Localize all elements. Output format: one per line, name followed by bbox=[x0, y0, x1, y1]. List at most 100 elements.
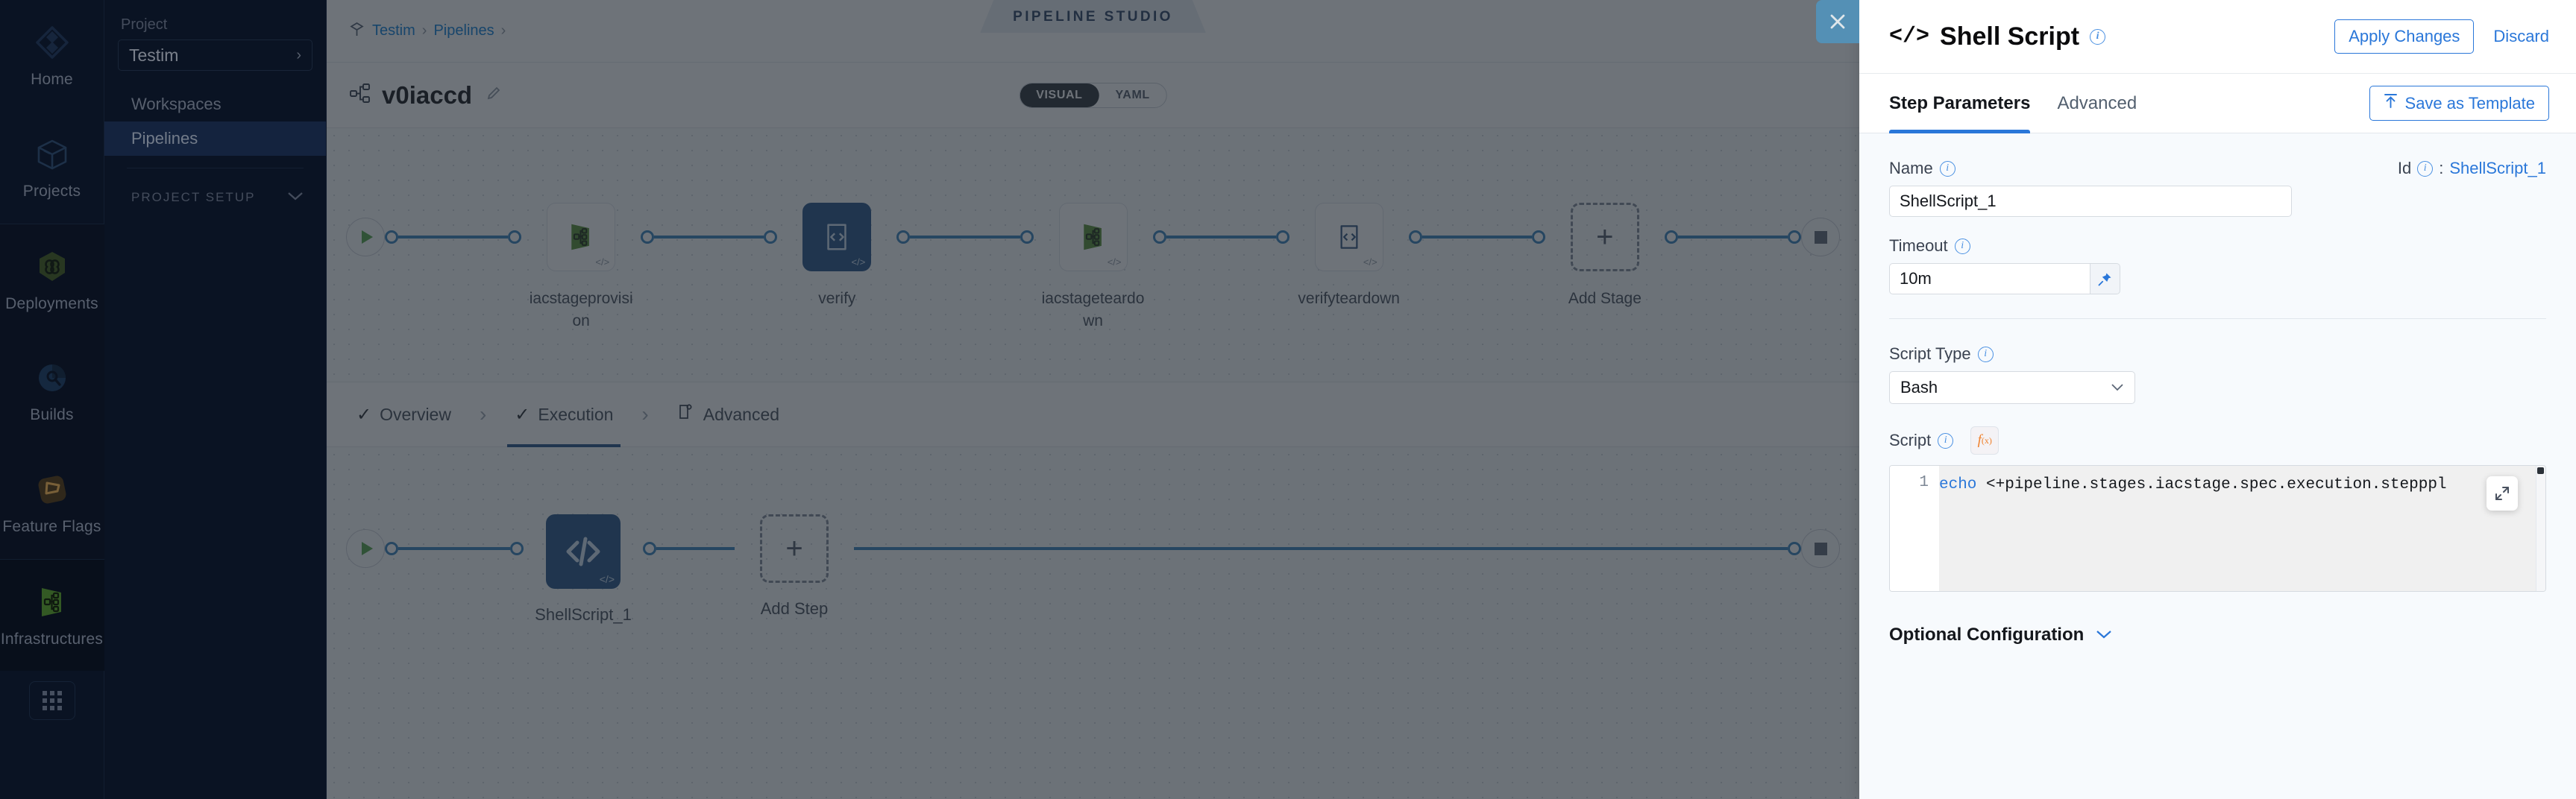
project-setup-section[interactable]: PROJECT SETUP bbox=[104, 183, 326, 212]
grid-apps-icon[interactable] bbox=[28, 681, 75, 720]
close-icon[interactable] bbox=[1816, 0, 1859, 43]
info-icon[interactable]: i bbox=[1939, 160, 1955, 177]
step-graph-area: </> ShellScript_1 + Add Step bbox=[327, 447, 1859, 799]
step-config-panel: </> Shell Script i Apply Changes Discard… bbox=[1816, 0, 2576, 799]
infinity-hex-icon bbox=[33, 247, 72, 286]
script-label-group: Script i f(x) bbox=[1889, 426, 2546, 455]
editor-scrollbar[interactable] bbox=[2536, 466, 2545, 591]
add-stage-label: Add Stage bbox=[1568, 290, 1642, 307]
chevron-down-icon bbox=[287, 190, 304, 205]
info-icon[interactable]: i bbox=[2090, 28, 2106, 45]
tab-separator: › bbox=[479, 402, 487, 426]
save-as-template-button[interactable]: Save as Template bbox=[2369, 86, 2549, 121]
panel-tabs: Step Parameters Advanced Save as Templat… bbox=[1859, 74, 2576, 133]
tab-overview[interactable]: ✓ Overview bbox=[349, 382, 459, 447]
info-icon[interactable]: i bbox=[1954, 238, 1970, 254]
connector-port bbox=[896, 230, 911, 244]
tab-advanced[interactable]: Advanced bbox=[670, 382, 787, 447]
view-mode-toggle[interactable]: VISUAL YAML bbox=[1019, 82, 1167, 108]
connector-link bbox=[654, 236, 764, 239]
grid-dots bbox=[42, 691, 62, 710]
connector-port bbox=[510, 542, 524, 555]
stage-name: iacstageteardown bbox=[1041, 290, 1145, 330]
fx-expression-button[interactable]: f(x) bbox=[1970, 426, 1999, 455]
home-diamond-icon bbox=[33, 23, 72, 62]
step-node[interactable]: </> ShellScript_1 bbox=[524, 514, 643, 625]
step-box-selected[interactable]: </> bbox=[546, 514, 621, 589]
connector-port bbox=[1531, 230, 1545, 244]
build-pie-icon bbox=[33, 359, 72, 397]
script-editor[interactable]: 1 echo <+pipeline.stages.iacstage.spec.e… bbox=[1889, 465, 2546, 592]
pipeline-canvas: Testim › Pipelines › PIPELINE STUDIO v0i… bbox=[327, 0, 1859, 799]
stage-node[interactable]: </> iacstageteardown bbox=[1034, 203, 1153, 333]
script-type-label: Script Type bbox=[1889, 344, 1971, 363]
add-step-node[interactable]: + Add Step bbox=[735, 514, 854, 619]
sidebar-item-deployments[interactable]: Deployments bbox=[0, 224, 104, 335]
stage-box[interactable]: </> bbox=[547, 203, 616, 271]
script-keyword: echo bbox=[1939, 476, 1977, 493]
pencil-icon[interactable] bbox=[486, 85, 502, 106]
add-stage-button[interactable]: + bbox=[1570, 203, 1639, 271]
project-label: Project bbox=[121, 16, 168, 33]
stage-node[interactable]: </> verifyteardown bbox=[1289, 203, 1409, 310]
sidebar-item-workspaces[interactable]: Workspaces bbox=[104, 87, 326, 121]
connector-port bbox=[1664, 230, 1678, 244]
step-name: ShellScript_1 bbox=[535, 605, 632, 624]
flag-icon bbox=[33, 470, 72, 509]
add-step-button[interactable]: + bbox=[760, 514, 829, 583]
sidebar-item-pipelines[interactable]: Pipelines bbox=[104, 121, 326, 156]
stage-node[interactable]: </> iacstageprovision bbox=[521, 203, 641, 333]
tab-step-parameters[interactable]: Step Parameters bbox=[1889, 74, 2031, 133]
pipeline-start-node bbox=[346, 218, 385, 256]
pin-icon[interactable] bbox=[2090, 263, 2120, 294]
script-type-select[interactable]: Bash bbox=[1889, 371, 2135, 404]
project-selector-value: Testim bbox=[129, 45, 179, 65]
stage-box[interactable]: </> bbox=[1314, 203, 1383, 271]
connector-link bbox=[910, 236, 1020, 239]
code-brackets-icon: </> bbox=[851, 256, 866, 268]
nav-item-label: Workspaces bbox=[131, 95, 222, 113]
tab-execution[interactable]: ✓ Execution bbox=[507, 382, 621, 447]
sidebar-item-builds[interactable]: Builds bbox=[0, 335, 104, 447]
expand-fullscreen-icon[interactable] bbox=[2487, 476, 2518, 511]
script-code-line[interactable]: echo <+pipeline.stages.iacstage.spec.exe… bbox=[1939, 466, 2545, 591]
id-label: Id bbox=[2397, 159, 2412, 177]
connector-link bbox=[854, 547, 1788, 550]
optional-configuration-toggle[interactable]: Optional Configuration bbox=[1889, 625, 2546, 645]
info-icon[interactable]: i bbox=[1938, 432, 1954, 449]
name-input[interactable] bbox=[1889, 186, 2292, 217]
infrastructure-icon bbox=[1083, 224, 1102, 250]
stage-graph-area: </> iacstageprovision </> verify bbox=[327, 128, 1859, 382]
toggle-visual[interactable]: VISUAL bbox=[1020, 83, 1099, 107]
info-icon[interactable]: i bbox=[2417, 160, 2434, 177]
timeout-input[interactable] bbox=[1889, 263, 2090, 294]
discard-button[interactable]: Discard bbox=[2493, 27, 2549, 45]
script-type-value: Bash bbox=[1900, 378, 1938, 397]
toggle-yaml[interactable]: YAML bbox=[1115, 88, 1150, 101]
apply-changes-button[interactable]: Apply Changes bbox=[2334, 19, 2475, 54]
sidebar-item-home[interactable]: Home bbox=[0, 0, 104, 112]
scrollbar-thumb[interactable] bbox=[2537, 467, 2544, 474]
tab-label: Step Parameters bbox=[1889, 92, 2031, 113]
line-number: 1 bbox=[1890, 466, 1939, 591]
connector-port bbox=[1152, 230, 1166, 244]
connector-port bbox=[1275, 230, 1289, 244]
breadcrumb-item-pipelines[interactable]: Pipelines bbox=[433, 22, 494, 39]
connector-port bbox=[1020, 230, 1034, 244]
sidebar-item-projects[interactable]: Projects bbox=[0, 112, 104, 224]
stage-box[interactable]: </> bbox=[1058, 203, 1128, 271]
tab-advanced[interactable]: Advanced bbox=[2057, 74, 2137, 133]
code-brackets-icon: </> bbox=[595, 256, 610, 268]
sidebar-item-infrastructures[interactable]: Infrastructures bbox=[0, 559, 104, 671]
tab-separator: › bbox=[641, 402, 649, 426]
stage-node[interactable]: </> verify bbox=[777, 203, 896, 310]
sidebar-item-feature-flags[interactable]: Feature Flags bbox=[0, 447, 104, 559]
connector-link bbox=[398, 236, 509, 239]
panel-title: Shell Script bbox=[1940, 22, 2080, 51]
info-icon[interactable]: i bbox=[1977, 346, 1994, 362]
stage-box-selected[interactable]: </> bbox=[802, 203, 872, 271]
project-selector[interactable]: Testim › bbox=[118, 40, 312, 71]
breadcrumb-item-testim[interactable]: Testim bbox=[372, 22, 415, 39]
add-stage-node[interactable]: + Add Stage bbox=[1545, 203, 1665, 310]
section-divider bbox=[1889, 318, 2546, 319]
